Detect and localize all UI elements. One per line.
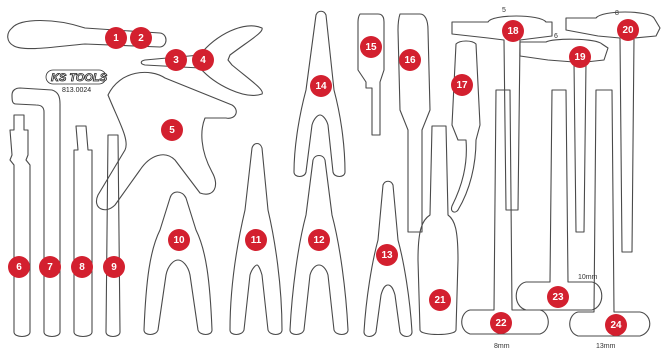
slot-badge-6: 6 [8, 256, 30, 278]
slot-badge-number: 10 [173, 235, 185, 246]
slot-badge-17: 17 [451, 74, 473, 96]
size-label-22: 8mm [494, 343, 510, 350]
slot-badge-13: 13 [376, 244, 398, 266]
slot-badge-number: 23 [552, 292, 564, 303]
slot-badge-number: 2 [138, 33, 144, 44]
slot-badge-number: 5 [169, 125, 175, 136]
slot-badge-number: 3 [173, 55, 179, 66]
slot-badge-number: 7 [47, 262, 53, 273]
slot-badge-24: 24 [605, 314, 627, 336]
slot-badge-number: 11 [251, 235, 262, 246]
slot-badge-number: 18 [507, 26, 519, 37]
slot-badge-number: 14 [315, 81, 327, 92]
cutout-5-grip [96, 72, 236, 209]
slot-badge-7: 7 [39, 256, 61, 278]
size-label-24: 13mm [596, 343, 616, 350]
slot-badge-number: 6 [16, 262, 22, 273]
slot-badge-number: 8 [79, 262, 85, 273]
slot-badge-4: 4 [192, 49, 214, 71]
slot-badge-number: 9 [111, 262, 117, 273]
set-number: 813.0024 [62, 87, 91, 94]
slot-badge-3: 3 [165, 49, 187, 71]
slot-badge-number: 19 [574, 52, 586, 63]
slot-badge-9: 9 [103, 256, 125, 278]
size-label-19: 6 [554, 33, 558, 40]
slot-badge-23: 23 [547, 286, 569, 308]
slot-badge-11: 11 [245, 229, 267, 251]
cutout-8-file [74, 126, 92, 337]
slot-badge-number: 17 [456, 80, 468, 91]
slot-badge-number: 22 [495, 318, 507, 329]
slot-badge-14: 14 [310, 75, 332, 97]
slot-badge-1: 1 [105, 27, 127, 49]
cutout-24-t-handle [570, 90, 650, 336]
slot-badge-number: 13 [381, 250, 393, 261]
cutout-6-bar [10, 115, 30, 337]
cutout-17-hook [452, 41, 480, 212]
slot-badge-number: 21 [434, 295, 446, 306]
slot-badge-10: 10 [168, 229, 190, 251]
slot-badge-number: 20 [622, 25, 634, 36]
slot-badge-22: 22 [490, 312, 512, 334]
cutout-7-hex [12, 88, 60, 337]
slot-badge-number: 4 [200, 55, 206, 66]
cutout-9-bar [106, 135, 120, 337]
cutout-15-screwdriver [358, 14, 384, 135]
cutout-10-pliers [144, 192, 212, 335]
slot-badge-18: 18 [502, 20, 524, 42]
slot-badge-16: 16 [399, 49, 421, 71]
cutout-16-screwdriver [398, 14, 430, 232]
slot-badge-21: 21 [429, 289, 451, 311]
slot-badge-5: 5 [161, 119, 183, 141]
slot-badge-2: 2 [130, 27, 152, 49]
slot-badge-15: 15 [360, 36, 382, 58]
cutout-18-t-handle [452, 16, 552, 210]
slot-badge-number: 15 [365, 42, 377, 53]
brand-logo-text: KS TOOLS [51, 72, 108, 84]
brand-logo: KS TOOLS 813.0024 [46, 70, 108, 94]
slot-badge-number: 1 [113, 33, 119, 44]
size-label-20: 8 [615, 10, 619, 17]
slot-badge-number: 12 [313, 235, 325, 246]
slot-badge-number: 24 [610, 320, 622, 331]
slot-badge-20: 20 [617, 19, 639, 41]
size-label-23: 10mm [578, 274, 598, 281]
slot-badge-12: 12 [308, 229, 330, 251]
size-label-18: 5 [502, 7, 506, 14]
slot-badge-19: 19 [569, 46, 591, 68]
slot-badge-8: 8 [71, 256, 93, 278]
slot-badge-number: 16 [404, 55, 416, 66]
